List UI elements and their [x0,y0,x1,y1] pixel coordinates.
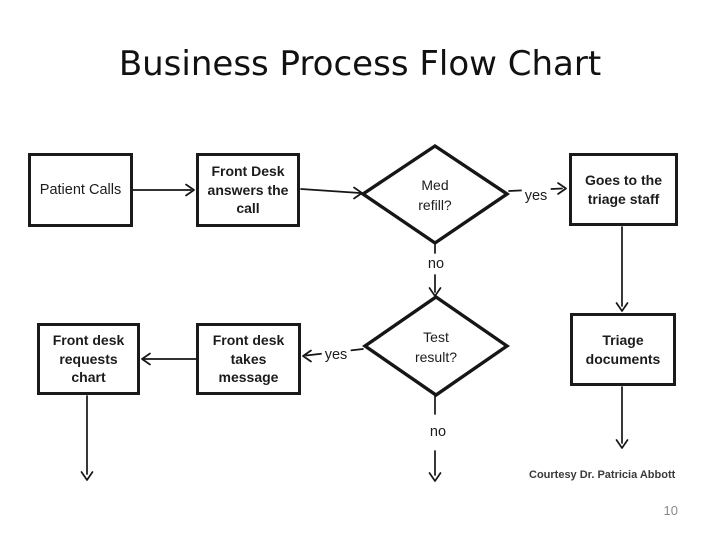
edge-goes-to-triage-documents [615,226,629,312]
credit-text: Courtesy Dr. Patricia Abbott [529,469,676,481]
node-front-desk-answers-label: Front Desk answers the call [207,163,289,217]
slide-page-number: 10 [663,503,678,518]
decision-med-refill-shape [359,143,511,246]
edge-triage-documents-down [615,386,629,449]
node-front-desk-requests: Front desk requests chart [37,323,140,395]
node-triage-documents: Triage documents [570,313,676,386]
node-front-desk-answers: Front Desk answers the call [196,153,300,227]
edge-label-med-no: no [424,256,448,272]
node-front-desk-takes-label: Front desk takes message [212,332,285,386]
edge-test-result-no-down [428,395,442,482]
node-front-desk-requests-label: Front desk requests chart [52,332,125,386]
decision-med-refill-label: Med refill? [418,177,452,213]
edge-label-test-yes: yes [321,347,351,363]
node-front-desk-takes: Front desk takes message [196,323,301,395]
edge-requests-down [80,395,94,481]
decision-test-result-shape [362,294,510,398]
edge-answers-to-med-refill [300,186,363,200]
edge-patient-to-answers [132,183,195,197]
edge-label-test-no: no [426,424,450,440]
edge-takes-to-requests [141,352,197,366]
slide-title: Business Process Flow Chart [118,44,602,84]
node-patient-calls: Patient Calls [28,153,133,227]
node-triage-documents-label: Triage documents [585,332,661,367]
node-goes-to-triage: Goes to the triage staff [569,153,678,226]
node-goes-to-triage-label: Goes to the triage staff [584,172,662,207]
edge-label-med-yes: yes [521,188,551,204]
decision-test-result-label: Test result? [414,329,458,365]
node-patient-calls-label: Patient Calls [39,181,122,198]
